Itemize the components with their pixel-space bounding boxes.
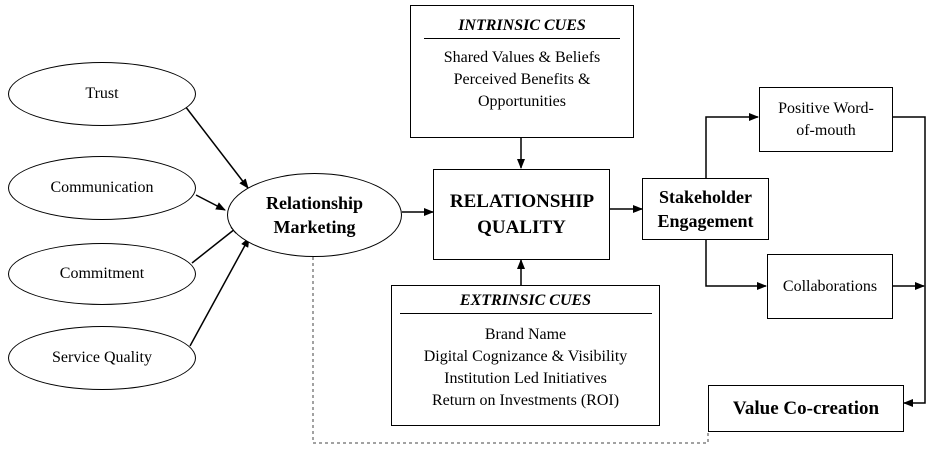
trust-label: Trust [85,85,119,102]
relationship-marketing-oval: Relationship Marketing [227,173,402,257]
intrinsic-cue-item: Shared Values & Beliefs [443,49,601,66]
intrinsic-cues-box: INTRINSIC CUES Shared Values & Beliefs P… [410,5,634,138]
extrinsic-cues-rule [399,313,652,314]
positive-word-of-mouth-label: Positive Word-of-mouth [778,99,874,139]
arrow-communication-to-rm [195,194,226,211]
intrinsic-cues-rule [424,38,620,39]
intrinsic-cue-item: Perceived Benefits & [453,71,591,88]
arrow-service-quality-to-rm [189,237,250,347]
arrow-trust-to-rm [184,105,249,189]
arrow-se-to-wom [705,113,759,178]
arrow-commitment-to-rm [191,224,241,264]
stakeholder-engagement-box: Stakeholder Engagement [642,178,769,240]
stakeholder-engagement-label: Stakeholder Engagement [657,187,754,231]
extrinsic-cues-box: EXTRINSIC CUES Brand Name Digital Cogniz… [391,285,660,426]
commitment-label: Commitment [59,265,145,282]
value-co-creation-label: Value Co-creation [732,397,880,419]
communication-oval: Communication [8,156,196,220]
value-co-creation-box: Value Co-creation [708,385,904,432]
collaborations-label: Collaborations [782,277,878,295]
commitment-oval: Commitment [8,243,196,305]
extrinsic-cues-title: EXTRINSIC CUES [459,292,592,309]
arrow-merge-to-vcc [903,170,926,407]
arrow-se-to-collab [705,240,767,290]
service-quality-oval: Service Quality [8,326,196,390]
intrinsic-cues-title: INTRINSIC CUES [458,17,586,34]
relationship-quality-box: RELATIONSHIP QUALITY [433,169,610,260]
positive-word-of-mouth-box: Positive Word-of-mouth [759,87,893,152]
service-quality-label: Service Quality [52,349,152,366]
dotted-link-rm-to-vcc [312,257,709,444]
relationship-marketing-label: Relationship Marketing [265,193,364,237]
intrinsic-cue-item: Opportunities [478,93,566,110]
communication-label: Communication [50,179,154,196]
extrinsic-cue-item: Digital Cognizance & Visibility [423,348,628,365]
extrinsic-cue-item: Return on Investments (ROI) [431,392,620,409]
relationship-quality-label: RELATIONSHIP QUALITY [449,190,595,238]
extrinsic-cue-item: Brand Name [484,326,567,343]
trust-oval: Trust [8,62,196,126]
collaborations-box: Collaborations [767,254,893,319]
line-wom-to-merge [893,116,926,170]
extrinsic-cue-item: Institution Led Initiatives [444,370,607,387]
